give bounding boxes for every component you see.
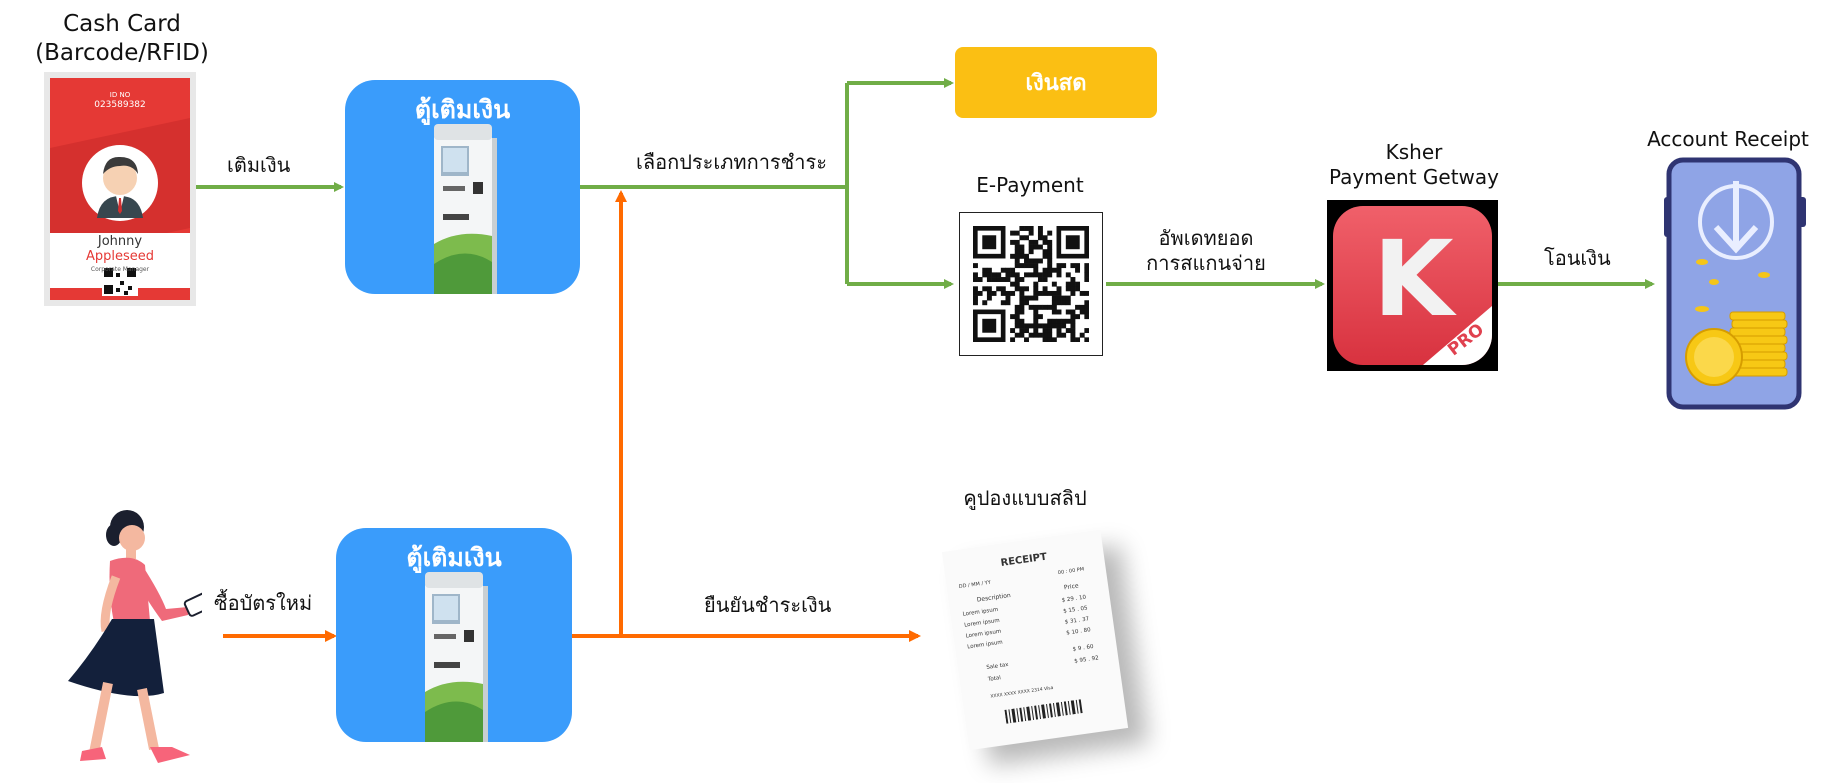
account-receipt-title: Account Receipt — [1645, 127, 1811, 152]
card-id-number: 023589382 — [50, 100, 190, 110]
ksher-letter: K — [1373, 218, 1454, 340]
card-last-name: Appleseed — [50, 249, 190, 264]
receipt-sale-tax-label: Sale tax — [986, 662, 1009, 671]
coupon-title: คูปองแบบสลิป — [940, 486, 1110, 511]
qr-code-icon — [959, 212, 1103, 356]
card-position: Corporate Manager — [50, 266, 190, 273]
cash-option: เงินสด — [955, 47, 1157, 118]
update-scan-label: อัพเดทยอด การสแกนจ่าย — [1136, 226, 1276, 276]
receipt-sale-tax-value: $ 9 . 60 — [1072, 644, 1094, 653]
kiosk-top: ตู้เติมเงิน — [345, 80, 580, 294]
ksher-title-line2: Payment Getway — [1316, 165, 1512, 190]
receipt-col-desc: Description — [976, 592, 1011, 604]
buy-card-label: ซื้อบัตรใหม่ — [214, 591, 312, 616]
receipt-items: Lorem ipsum Lorem ipsum Lorem ipsum Lore… — [962, 605, 1003, 654]
receipt-col-price: Price — [1064, 582, 1079, 591]
choose-payment-label: เลือกประเภทการชำระ — [636, 150, 827, 175]
receipt-prices: $ 29 . 10 $ 15 . 05 $ 31 . 37 $ 10 . 80 — [1061, 593, 1091, 640]
update-scan-label-line1: อัพเดทยอด — [1136, 226, 1276, 251]
qr-code-graphic — [973, 226, 1089, 342]
receipt-total-value: $ 95 . 92 — [1074, 655, 1099, 664]
id-card-face: ID NO 023589382 Johnny Appleseed Corpora… — [50, 78, 190, 300]
kiosk-bottom: ตู้เติมเงิน — [336, 528, 572, 742]
ksher-logo-icon: K PRO — [1327, 200, 1498, 371]
receipt-date: DD / MM / YY — [958, 580, 991, 590]
receipt-card-line: XXXX XXXX XXXX 2314 Visa — [990, 686, 1054, 700]
epayment-title: E-Payment — [955, 173, 1105, 198]
topup-label: เติมเงิน — [227, 153, 290, 178]
cash-card-title-line2: (Barcode/RFID) — [30, 39, 214, 68]
receipt-barcode — [1004, 699, 1085, 724]
ksher-logo-tile: K PRO — [1333, 206, 1492, 365]
kiosk-machine-icon — [429, 124, 499, 294]
walking-person-icon — [42, 503, 202, 781]
ksher-title: Ksher Payment Getway — [1316, 140, 1512, 190]
transfer-label: โอนเงิน — [1544, 246, 1611, 271]
phone-coins-icon — [1664, 157, 1806, 411]
cash-card-title: Cash Card (Barcode/RFID) — [30, 10, 214, 68]
id-card-icon: ID NO 023589382 Johnny Appleseed Corpora… — [44, 72, 196, 306]
receipt-icon: RECEIPT DD / MM / YY 00 : 00 PM Descript… — [942, 530, 1128, 750]
receipt-time: 00 : 00 PM — [1058, 566, 1085, 576]
cash-card-title-line1: Cash Card — [30, 10, 214, 39]
card-id-label: ID NO — [50, 91, 190, 99]
receipt-item-price: $ 10 . 80 — [1066, 625, 1092, 639]
receipt-total-label: Total — [988, 675, 1002, 683]
confirm-payment-label: ยืนยันชำระเงิน — [704, 593, 831, 618]
ksher-title-line1: Ksher — [1316, 140, 1512, 165]
update-scan-label-line2: การสแกนจ่าย — [1136, 251, 1276, 276]
card-first-name: Johnny — [50, 234, 190, 249]
kiosk-machine-icon — [420, 572, 490, 742]
